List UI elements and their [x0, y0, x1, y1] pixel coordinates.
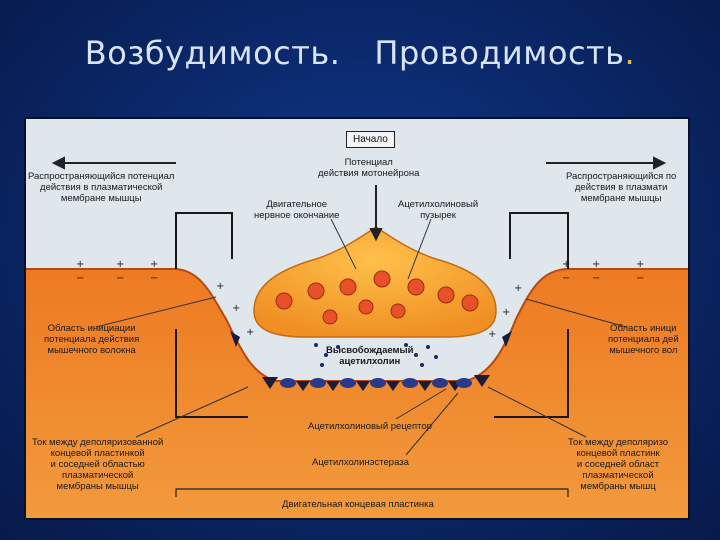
- title-dot: .: [624, 34, 636, 72]
- svg-text:+: +: [232, 303, 240, 314]
- propagating-ap-left-label: Распространяющийся потенциал действия в …: [28, 171, 175, 204]
- slide-title: Возбудимость. Проводимость.: [0, 34, 720, 72]
- propagating-ap-right-label: Распространяющийся по действия в плазмат…: [566, 171, 677, 204]
- end-plate-bracket: [175, 488, 569, 497]
- ach-vesicle-label: Ацетилхолиновый пузырек: [398, 199, 479, 221]
- svg-text:−: −: [116, 273, 124, 284]
- current-loops: [175, 212, 569, 418]
- title-excitability: Возбудимость.: [84, 34, 341, 72]
- ach-receptor-label: Ацетилхолиновый рецептор: [308, 421, 432, 432]
- motor-neuron-ap-label: Потенциал действия мотонейрона: [318, 157, 420, 179]
- svg-text:+: +: [246, 327, 254, 338]
- svg-text:+: +: [514, 283, 522, 294]
- released-ach-label: Высвобождаемый ацетилхолин: [326, 345, 414, 367]
- current-left-label: Ток между деполяризованной концевой плас…: [32, 437, 164, 492]
- acetylcholinesterase-label: Ацетилхолинэстераза: [312, 457, 409, 468]
- svg-text:+: +: [562, 259, 570, 270]
- svg-text:+: +: [488, 329, 496, 340]
- leader-lines: [95, 218, 627, 456]
- svg-text:+: +: [636, 259, 644, 270]
- svg-text:+: +: [150, 259, 158, 270]
- svg-text:−: −: [76, 273, 84, 284]
- svg-text:+: +: [76, 259, 84, 270]
- ach-vesicles: [275, 270, 479, 325]
- current-right-label: Ток между деполяризо концевой пластинк и…: [568, 437, 668, 492]
- motor-end-plate-label: Двигательная концевая пластинка: [282, 499, 434, 510]
- initiation-right-label: Область иници потенциала дей мышечного в…: [608, 323, 679, 356]
- svg-text:+: +: [502, 307, 510, 318]
- title-conductivity: Проводимость: [374, 34, 625, 72]
- svg-text:−: −: [636, 273, 644, 284]
- svg-text:+: +: [592, 259, 600, 270]
- svg-text:+: +: [116, 259, 124, 270]
- ach-receptors: [280, 378, 472, 388]
- junctional-folds: [230, 331, 512, 391]
- svg-text:−: −: [562, 273, 570, 284]
- svg-text:−: −: [150, 273, 158, 284]
- svg-text:+: +: [216, 281, 224, 292]
- svg-text:−: −: [592, 273, 600, 284]
- propagation-arrows: [51, 156, 667, 242]
- membrane-charges: + + + − − − + + + + + + − − − + + +: [76, 259, 644, 340]
- neuromuscular-junction-diagram: + + + − − − + + + + + + − − − + + + Начало Потенциал…: [24, 117, 690, 520]
- released-ach-dots: [314, 343, 438, 367]
- diagram-graphics: + + + − − − + + + + + + − − − + + +: [26, 156, 688, 518]
- muscle-fiber: [26, 269, 688, 518]
- motor-nerve-ending-label: Двигательное нервное окончание: [254, 199, 340, 221]
- start-label: Начало: [346, 131, 395, 148]
- initiation-left-label: Область инициации потенциала действия мы…: [44, 323, 140, 356]
